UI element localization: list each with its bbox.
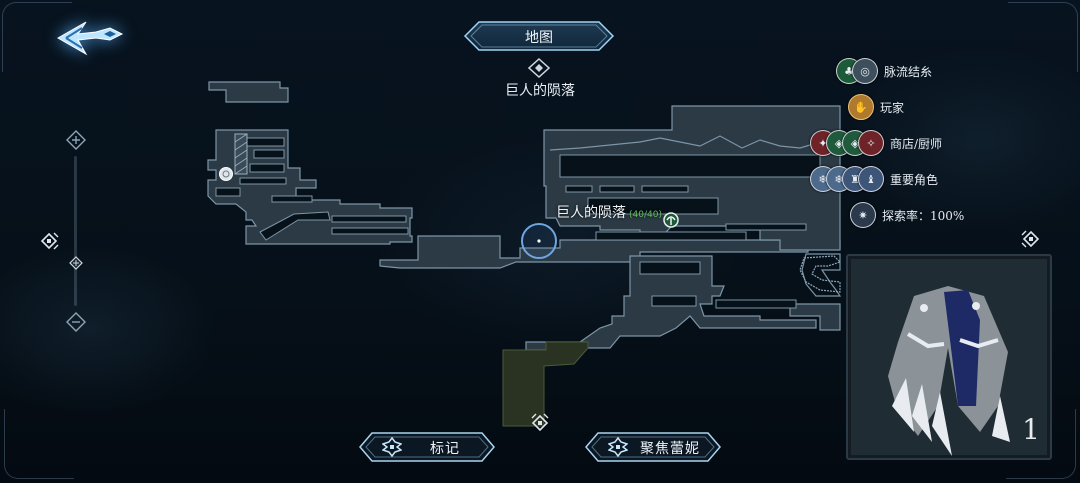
vein-swirl-map-marker[interactable] [219, 167, 233, 181]
zoom-slider-thumb[interactable] [69, 256, 83, 270]
map-passage [271, 195, 313, 203]
cloak-icon [888, 286, 1010, 456]
mark-icon [382, 437, 402, 457]
title-plate: 地图 [463, 20, 615, 52]
zoom-slider-track[interactable] [74, 156, 77, 306]
region-name: 巨人的陨落 [505, 83, 575, 99]
zoom-in-button[interactable] [66, 130, 86, 150]
left-edge-marker-icon[interactable] [40, 230, 62, 252]
focus-button-label: 聚焦蕾妮 [640, 441, 700, 457]
legend-item-vein[interactable]: ♣ ◎ 脉流结糸 [836, 58, 932, 84]
map-passage [641, 185, 689, 193]
npc-icon-4: ♝ [858, 166, 884, 192]
page-title: 地图 [525, 30, 553, 46]
zoom-out-button[interactable] [66, 312, 86, 332]
mark-button-label: 标记 [430, 441, 460, 457]
map-passage [595, 231, 747, 241]
back-arrow-icon [56, 21, 124, 56]
map-room [789, 303, 841, 331]
equipped-item-slot[interactable]: 1 [846, 254, 1052, 460]
map-passage [253, 149, 285, 159]
compass-icon: ✷ [850, 202, 876, 228]
area-label: 巨人的陨落(40/40) [556, 202, 662, 222]
bottom-edge-marker-icon[interactable] [529, 410, 551, 432]
right-edge-marker-icon[interactable] [1018, 228, 1040, 250]
legend-item-exploration: ✷ 探索率：100% [850, 202, 964, 228]
map-passage [639, 261, 701, 275]
map-passage [599, 185, 635, 193]
legend-label: 商店/厨师 [890, 136, 943, 151]
map-passage [565, 185, 593, 193]
map-passage [331, 227, 409, 235]
vein-tree-map-marker[interactable] [663, 212, 679, 228]
legend-item-player[interactable]: ✋ 玩家 [848, 94, 904, 120]
map-passage [725, 223, 807, 231]
corner-ornament [1006, 409, 1076, 479]
corner-ornament [2, 2, 72, 72]
map-passage [331, 215, 407, 223]
legend-label: 脉流结糸 [884, 64, 933, 79]
map-passage [559, 154, 821, 178]
map-passage [651, 295, 697, 307]
mark-button[interactable]: 标记 [358, 429, 496, 465]
map-passage [215, 187, 241, 197]
map-room [801, 253, 842, 297]
item-count: 1 [1022, 413, 1040, 446]
exploration-rate: 探索率：100% [882, 208, 965, 223]
player-icon: ✋ [848, 94, 874, 120]
map-hatched-area [234, 133, 248, 175]
map-room [799, 255, 842, 293]
player-position-marker[interactable] [521, 223, 557, 259]
region-emblem-icon [528, 58, 550, 78]
map-room [379, 235, 841, 269]
legend-label: 重要角色 [890, 172, 939, 187]
map-passage [249, 163, 285, 173]
legend-item-npc[interactable]: ❄ ❄ ♜ ♝ 重要角色 [810, 166, 938, 192]
chef-icon: ✧ [858, 130, 884, 156]
map-passage [259, 211, 331, 241]
legend-item-shop[interactable]: ✦ ◈ ◈ ✧ 商店/厨师 [810, 130, 942, 156]
area-progress: (40/40) [629, 210, 662, 220]
unexplored-room [502, 341, 589, 427]
focus-icon [608, 437, 628, 457]
map-passage [245, 137, 285, 147]
focus-button[interactable]: 聚焦蕾妮 [584, 429, 722, 465]
map-passage [715, 299, 797, 309]
area-label-name: 巨人的陨落 [556, 205, 626, 221]
corner-ornament [4, 409, 74, 479]
map-passage [587, 197, 719, 215]
map-room [208, 81, 289, 103]
map-wall [549, 135, 841, 151]
legend-label: 玩家 [880, 100, 905, 115]
map-passage [239, 177, 287, 185]
vein-swirl-icon: ◎ [852, 58, 878, 84]
back-button[interactable] [52, 14, 128, 60]
corner-ornament [1008, 2, 1078, 72]
